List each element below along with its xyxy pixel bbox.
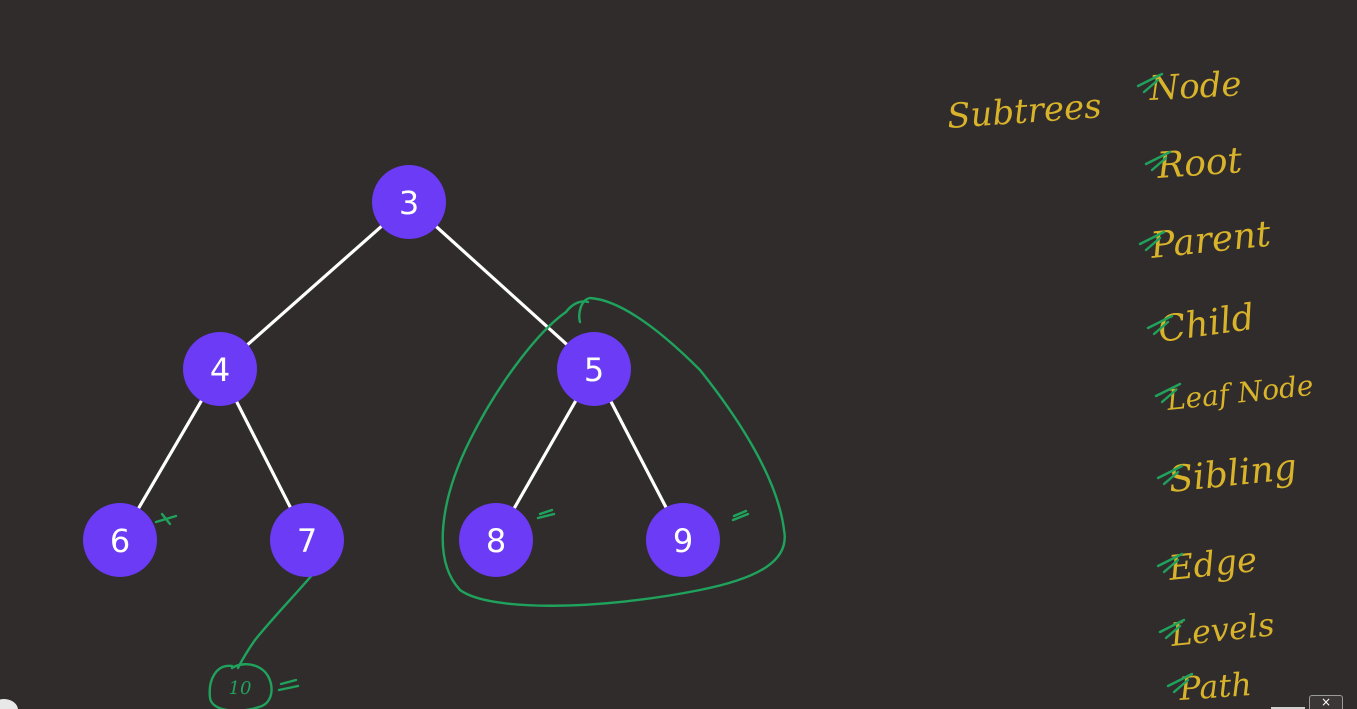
notes-term-edge: Edge bbox=[1166, 540, 1259, 589]
notes-term-levels: Levels bbox=[1168, 605, 1276, 654]
leaf-mark-8 bbox=[536, 508, 556, 520]
tree-nodes: 3 4 5 6 7 8 9 bbox=[83, 165, 720, 577]
tree-node-9: 9 bbox=[646, 503, 720, 577]
close-button[interactable]: × bbox=[1309, 695, 1343, 709]
tree-edge-4-7 bbox=[234, 398, 293, 511]
term-check-mark bbox=[1146, 314, 1174, 336]
player-progress-hint bbox=[1271, 707, 1305, 709]
tree-node-label: 6 bbox=[110, 522, 130, 560]
notes-term-parent: Parent bbox=[1148, 214, 1273, 268]
notes-term-root: Root bbox=[1155, 140, 1244, 187]
term-check-mark bbox=[1138, 230, 1166, 252]
term-check-mark bbox=[1136, 72, 1164, 94]
tree-node-6: 6 bbox=[83, 503, 157, 577]
leaf-mark-6 bbox=[154, 512, 178, 526]
term-check-mark bbox=[1158, 618, 1186, 640]
tree-node-circle bbox=[557, 332, 631, 406]
added-node-circle bbox=[208, 663, 273, 709]
term-check-mark bbox=[1156, 552, 1184, 574]
tree-node-circle bbox=[183, 332, 257, 406]
tree-node-4: 4 bbox=[183, 332, 257, 406]
tree-node-7: 7 bbox=[270, 503, 344, 577]
tree-node-circle bbox=[459, 503, 533, 577]
added-node-label: 10 bbox=[229, 678, 252, 699]
tree-node-circle bbox=[83, 503, 157, 577]
added-node-mark bbox=[277, 678, 300, 692]
notes-term-child: Child bbox=[1156, 297, 1258, 351]
tree-node-3: 3 bbox=[372, 165, 446, 239]
tree-node-label: 7 bbox=[297, 522, 317, 560]
tree-node-label: 8 bbox=[486, 522, 506, 560]
term-check-mark bbox=[1144, 150, 1172, 172]
tree-edges bbox=[136, 223, 669, 512]
term-check-mark bbox=[1156, 464, 1184, 486]
tree-edge-5-9 bbox=[608, 398, 669, 511]
tree-node-circle bbox=[270, 503, 344, 577]
tree-node-label: 3 bbox=[399, 184, 419, 222]
notes-term-sibling: Sibling bbox=[1167, 447, 1299, 501]
tree-node-label: 4 bbox=[210, 351, 230, 389]
tree-edge-4-6 bbox=[136, 397, 204, 512]
term-check-mark bbox=[1154, 382, 1182, 404]
notes-term-leaf-node: Leaf Node bbox=[1164, 369, 1315, 417]
added-child-edge bbox=[236, 566, 320, 670]
player-control-left[interactable] bbox=[0, 699, 18, 709]
tree-node-8: 8 bbox=[459, 503, 533, 577]
notes-heading: Subtrees bbox=[946, 86, 1103, 137]
tree-node-5: 5 bbox=[557, 332, 631, 406]
tree-node-circle bbox=[372, 165, 446, 239]
tree-edge-3-5 bbox=[433, 223, 570, 348]
notes-term-path: Path bbox=[1177, 665, 1253, 708]
leaf-mark-9 bbox=[731, 509, 750, 522]
tree-edge-5-8 bbox=[511, 397, 579, 512]
tree-edge-3-4 bbox=[244, 223, 385, 348]
tree-node-label: 9 bbox=[673, 522, 693, 560]
subtree-enclosure-tick bbox=[564, 300, 590, 314]
tree-node-label: 5 bbox=[584, 351, 604, 389]
tree-node-circle bbox=[646, 503, 720, 577]
term-check-mark bbox=[1166, 672, 1194, 694]
notes-term-node: Node bbox=[1147, 64, 1242, 109]
subtree-enclosure bbox=[441, 296, 786, 607]
